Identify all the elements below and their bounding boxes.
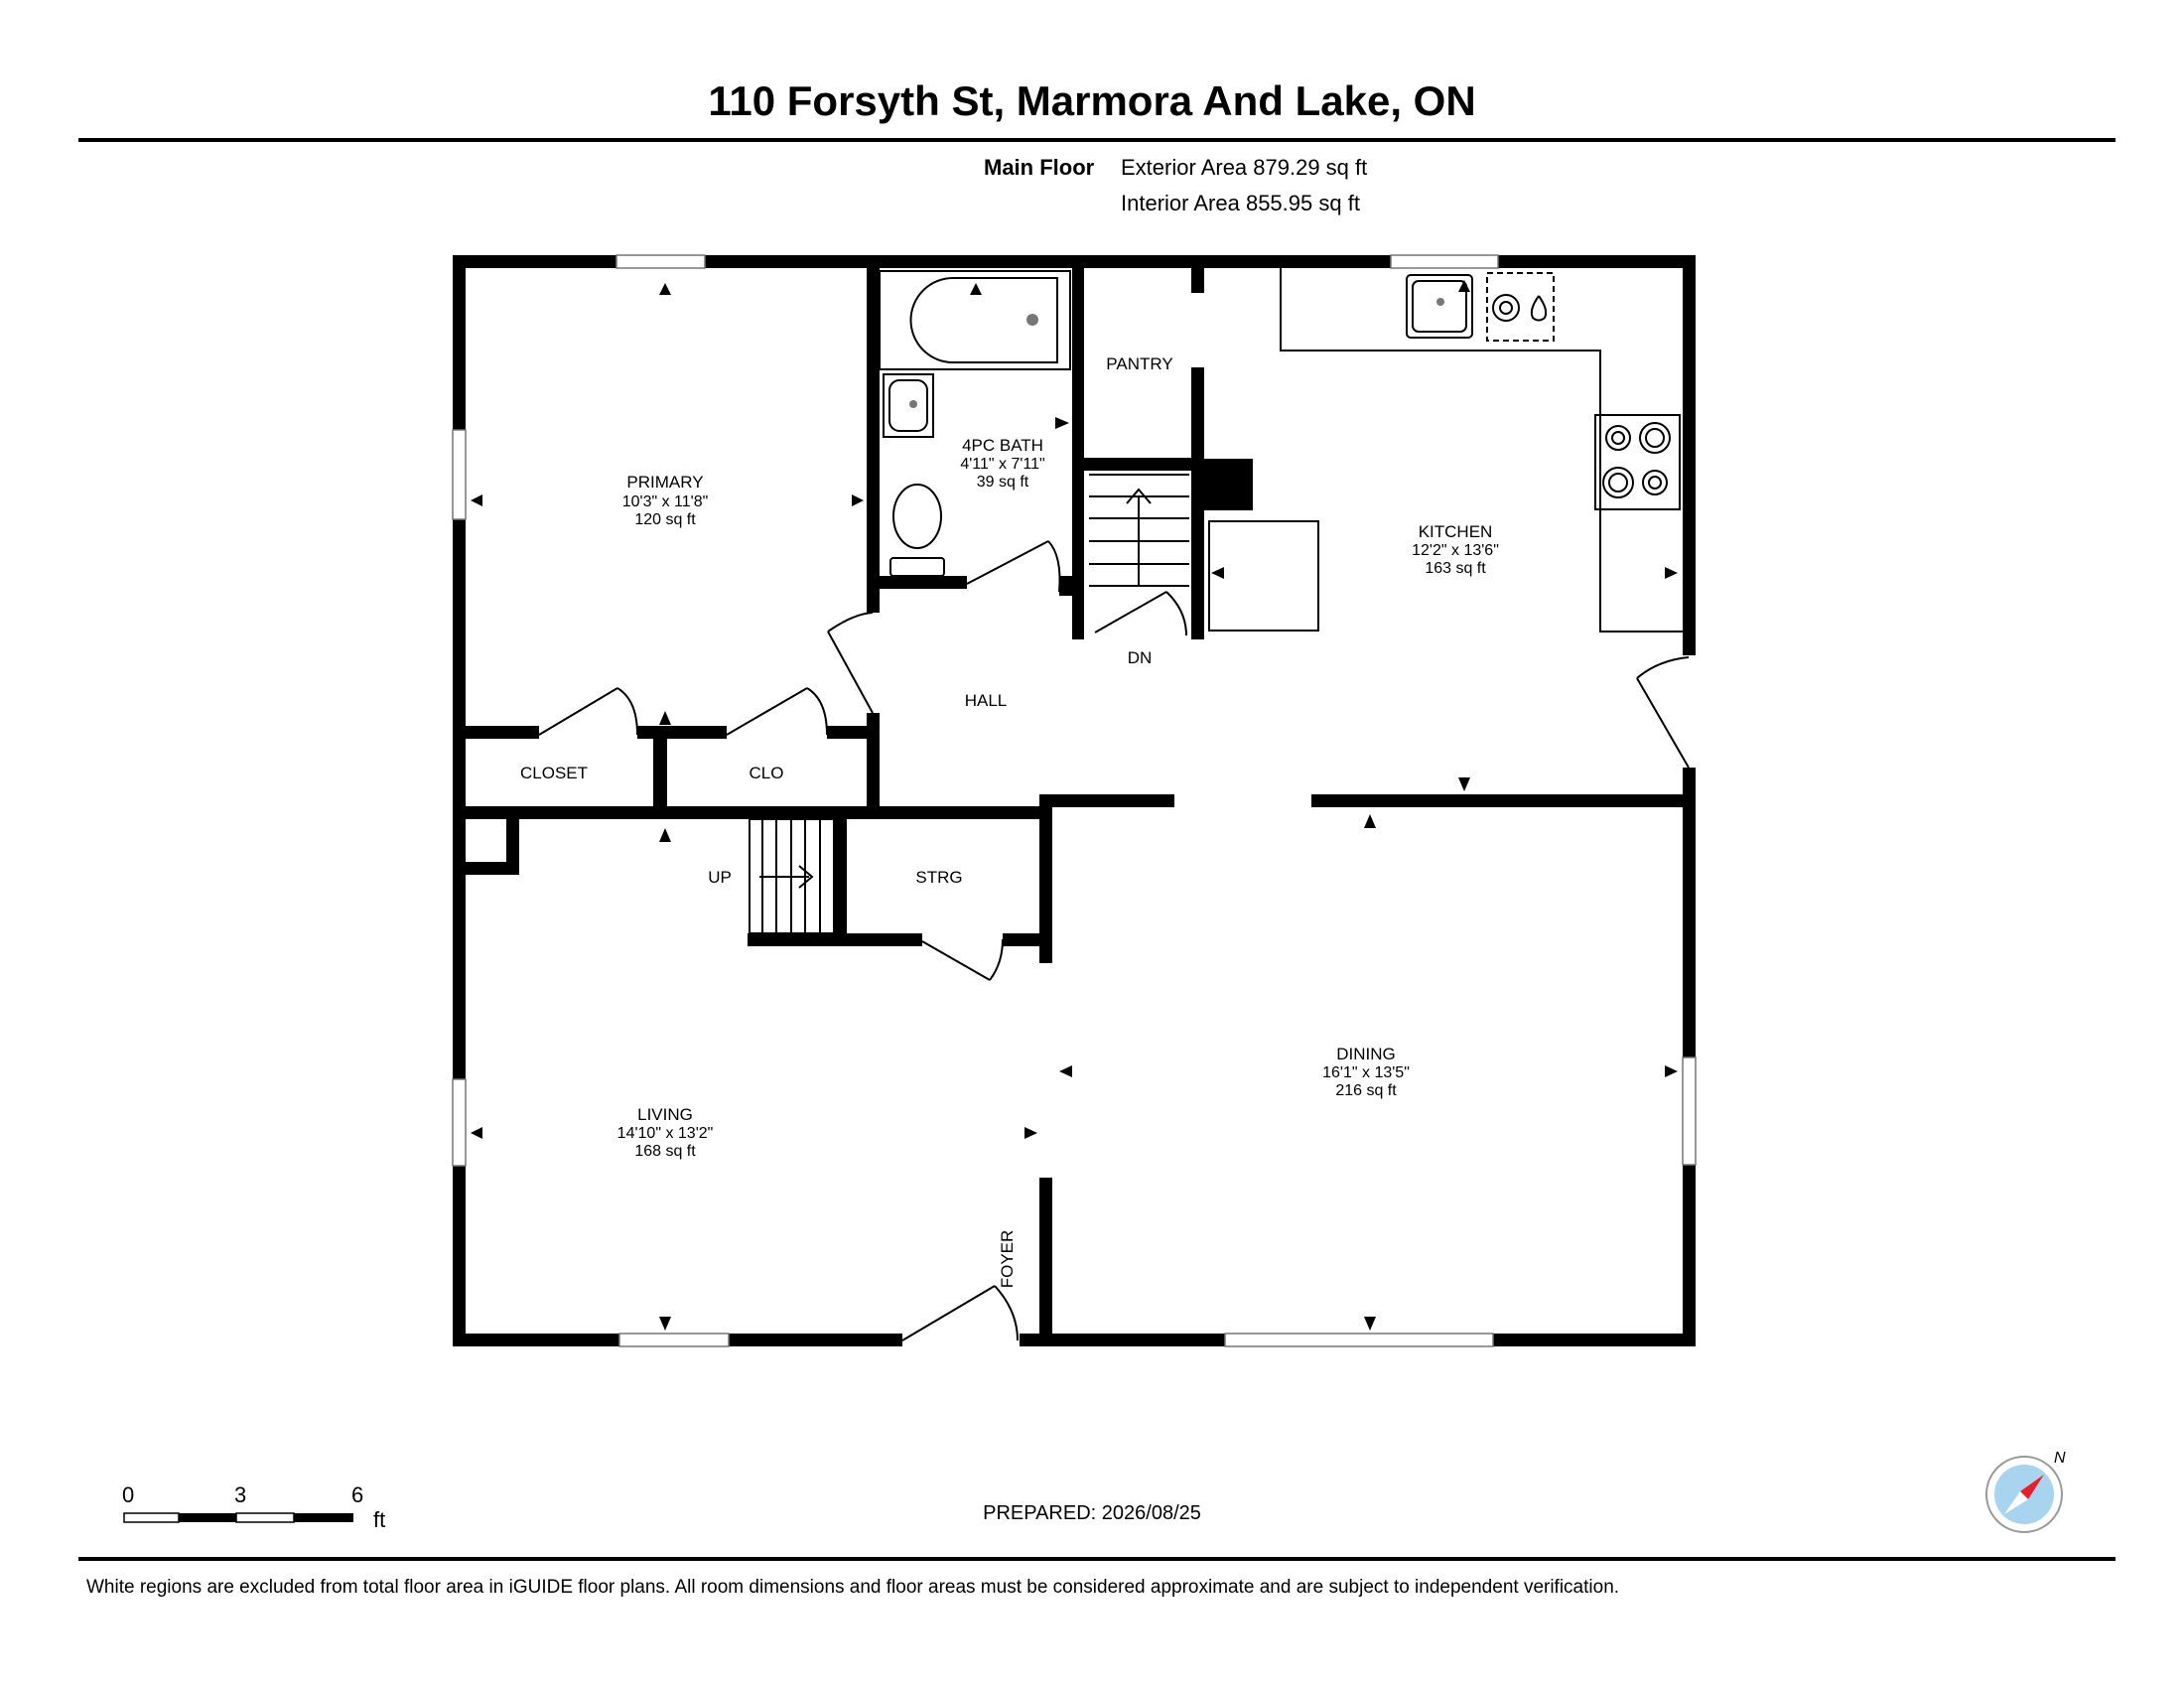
primary-area: 120 sq ft xyxy=(634,511,696,528)
kitchen-name: KITCHEN xyxy=(1419,522,1493,541)
dining-area: 216 sq ft xyxy=(1335,1082,1397,1099)
room-labels: PRIMARY 10'3" x 11'8" 120 sq ft 4PC BATH… xyxy=(520,354,1499,1288)
scale-bar xyxy=(123,1512,353,1523)
bath-name: 4PC BATH xyxy=(962,436,1043,455)
scale-unit: ft xyxy=(373,1507,386,1532)
foyer-label: FOYER xyxy=(998,1230,1017,1289)
prepared-date: PREPARED: 2026/08/25 xyxy=(983,1502,1201,1524)
kitchen-area: 163 sq ft xyxy=(1425,560,1486,577)
bath-area: 39 sq ft xyxy=(977,474,1029,491)
storage-label: STRG xyxy=(915,868,962,887)
interior-area: Interior Area 855.95 sq ft xyxy=(1121,191,1360,215)
scale-mark-3b: 3 xyxy=(234,1482,247,1507)
stairs-down-label: DN xyxy=(1128,648,1153,667)
living-dims: 14'10" x 13'2" xyxy=(617,1125,714,1142)
floor-name: Main Floor xyxy=(984,155,1095,180)
dining-name: DINING xyxy=(1336,1045,1396,1063)
windows xyxy=(452,254,1697,1347)
dining-dims: 16'1" x 13'5" xyxy=(1322,1064,1410,1081)
scale-mark-3: 6 xyxy=(351,1482,364,1507)
exterior-area: Exterior Area 879.29 sq ft xyxy=(1121,155,1368,180)
compass-north-label: N xyxy=(2054,1450,2066,1467)
primary-dims: 10'3" x 11'8" xyxy=(622,493,709,510)
scale-mark-0: 0 xyxy=(122,1482,135,1507)
living-area: 168 sq ft xyxy=(634,1143,696,1160)
clo-label: CLO xyxy=(750,764,784,782)
walls xyxy=(453,255,1696,1346)
page-title: 110 Forsyth St, Marmora And Lake, ON xyxy=(708,77,1476,124)
measurement-arrows xyxy=(471,280,1678,1331)
disclaimer-text: White regions are excluded from total fl… xyxy=(86,1577,1620,1598)
fixtures xyxy=(749,268,1683,934)
stairs-up-label: UP xyxy=(708,868,732,887)
bath-dims: 4'11" x 7'11" xyxy=(960,456,1044,473)
pantry-label: PANTRY xyxy=(1106,354,1172,373)
header-divider xyxy=(78,138,2116,142)
hall-label: HALL xyxy=(965,691,1008,710)
footer-divider xyxy=(78,1557,2116,1561)
living-name: LIVING xyxy=(637,1105,693,1124)
kitchen-dims: 12'2" x 13'6" xyxy=(1412,542,1499,559)
closet-label: CLOSET xyxy=(520,764,588,782)
door-swings xyxy=(538,540,1690,1341)
primary-name: PRIMARY xyxy=(626,473,703,492)
compass-icon: N xyxy=(1985,1450,2066,1533)
